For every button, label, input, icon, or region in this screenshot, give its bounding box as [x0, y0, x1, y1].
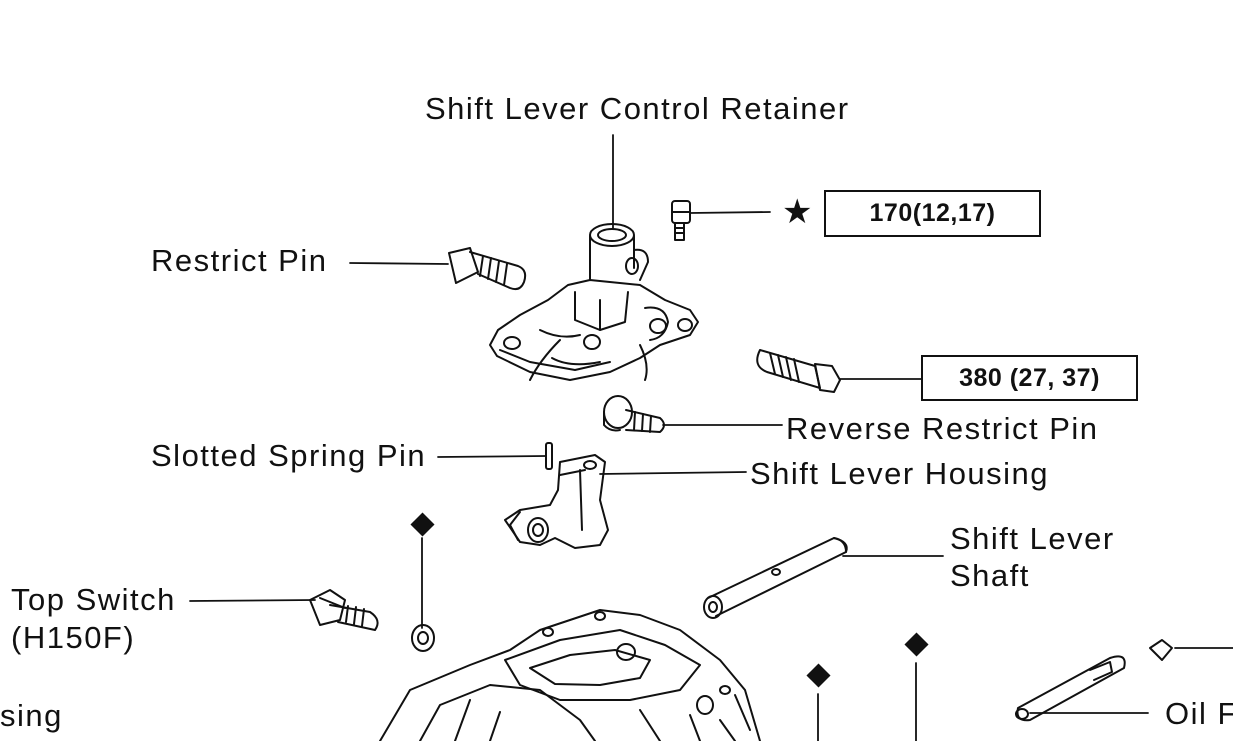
- label-top-switch-line1: Top Switch: [11, 582, 176, 617]
- label-restrict-pin: Restrict Pin: [151, 243, 328, 278]
- reverse-restrict-pin-large-icon: [756, 349, 841, 393]
- label-shift-lever-shaft-line1: Shift Lever: [950, 521, 1115, 556]
- label-oil-partial: Oil F: [1165, 696, 1233, 731]
- shift-lever-housing-icon: [504, 454, 609, 549]
- slotted-spring-pin-icon: [545, 442, 553, 470]
- transmission-case-icon: [379, 609, 761, 741]
- retainer-bolt-icon: [671, 200, 691, 241]
- label-reverse-restrict-pin: Reverse Restrict Pin: [786, 411, 1099, 446]
- label-top-switch-line2: (H150F): [11, 620, 136, 655]
- shift-lever-control-retainer-icon: [489, 223, 699, 381]
- star-icon: ★: [782, 192, 813, 232]
- label-shift-lever-housing: Shift Lever Housing: [750, 456, 1050, 491]
- label-slotted-spring-pin: Slotted Spring Pin: [151, 438, 427, 473]
- leader-lines: [189, 134, 1233, 741]
- gasket-washer-icon: [411, 624, 435, 652]
- torque-spec-reverse-restrict-pin: 380 (27, 37): [921, 355, 1138, 401]
- label-shift-lever-control-retainer: Shift Lever Control Retainer: [425, 91, 850, 126]
- label-housing-partial: sing: [0, 698, 63, 733]
- torque-spec-retainer-bolt: 170(12,17): [824, 190, 1041, 237]
- restrict-pin-icon: [448, 247, 527, 291]
- label-shift-lever-shaft-line2: Shaft: [950, 558, 1030, 593]
- top-switch-icon: [309, 589, 379, 631]
- reverse-restrict-pin-small-icon: [603, 395, 665, 433]
- oil-pipe-icon: [1015, 639, 1173, 722]
- shift-lever-shaft-icon: [703, 537, 848, 619]
